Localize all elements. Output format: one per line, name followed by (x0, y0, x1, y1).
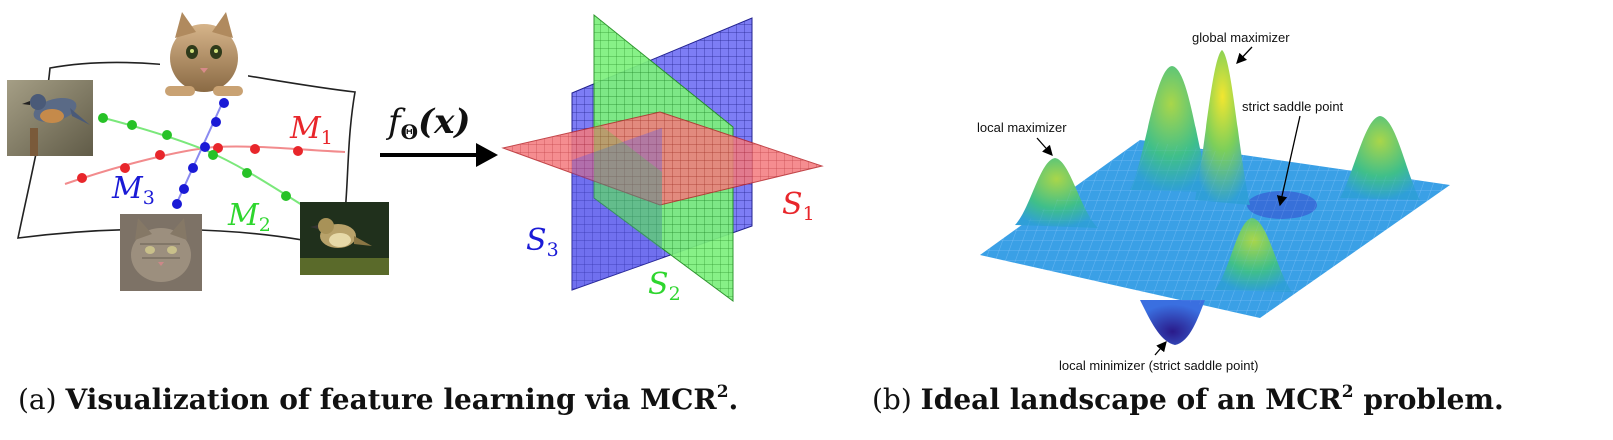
caption-b-title: Ideal landscape of an MCR (920, 383, 1342, 416)
subspace-planes (501, 13, 824, 302)
cat-photo-icon (160, 8, 248, 98)
caption-panel-a: (a) Visualization of feature learning vi… (18, 384, 738, 414)
annotation-strict-saddle: strict saddle point (1242, 99, 1344, 114)
global-maximizer-arrow (1236, 46, 1253, 64)
caption-b-prefix: (b) (872, 383, 921, 416)
caption-a-title: Visualization of feature learning via MC… (65, 383, 717, 416)
caption-b-suffix: problem. (1353, 383, 1504, 416)
local-maximizer-arrow (1036, 137, 1053, 156)
annotation-global-maximizer: global maximizer (1192, 30, 1290, 45)
landscape-surface (980, 50, 1450, 345)
subspace-s3-label: S3 (526, 223, 559, 261)
bird-photo-icon (300, 202, 389, 275)
mapping-function-label: fΘ(x) (385, 102, 470, 144)
bird-photo-icon (7, 80, 93, 156)
manifold-m3-label: M3 (111, 171, 155, 209)
local-minimizer-arrow (1154, 341, 1167, 356)
manifold-m1-curve (64, 143, 346, 185)
subspace-s2-label: S2 (648, 267, 681, 305)
manifold-m3-curve (172, 96, 229, 209)
caption-a-prefix: (a) (18, 383, 66, 416)
annotation-local-maximizer: local maximizer (977, 120, 1067, 135)
caption-panel-b: (b) Ideal landscape of an MCR2 problem. (872, 384, 1504, 414)
caption-b-sup: 2 (1341, 382, 1354, 402)
mapping-arrow (380, 143, 498, 167)
manifold-m1-label: M1 (289, 111, 333, 149)
manifold-m2-label: M2 (227, 198, 271, 236)
cat-photo-icon (120, 214, 202, 291)
caption-a-suffix: . (728, 383, 739, 416)
caption-a-sup: 2 (716, 382, 729, 402)
annotation-local-minimizer: local minimizer (strict saddle point) (1059, 358, 1258, 373)
subspace-s1-label: S1 (782, 187, 815, 225)
strict-saddle-arrow (1276, 115, 1301, 207)
